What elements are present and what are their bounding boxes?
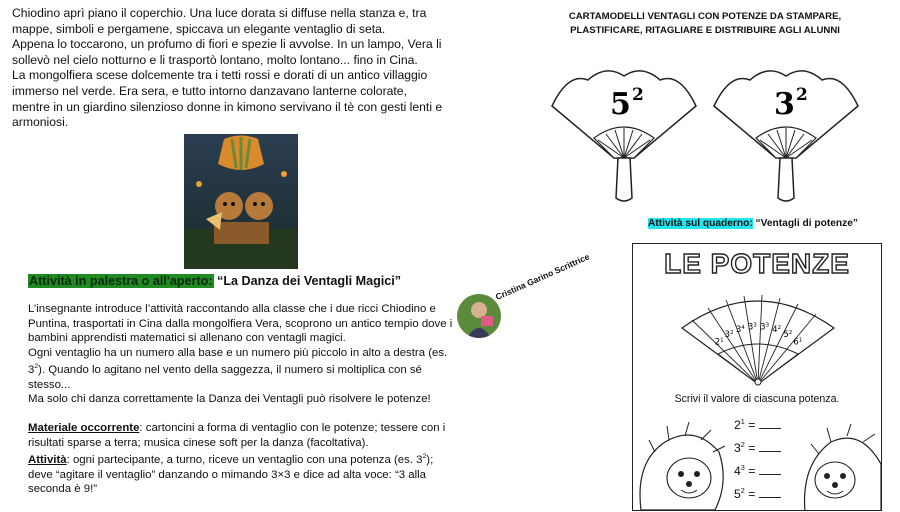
fan-template-1: 5 2	[551, 70, 697, 202]
exercise-row: 52 =	[734, 481, 782, 504]
exercise-row: 61 =	[734, 504, 781, 510]
materials-paragraph: Materiale occorrente: cartoncini a forma…	[28, 421, 446, 449]
author-avatar	[457, 294, 501, 338]
story-line: La mongolfiera scese dolcemente tra i te…	[12, 68, 428, 83]
exercise-row: 32 =	[734, 435, 782, 458]
fan-exponent: 2	[796, 85, 808, 105]
worksheet-exercise-list: 21 = 32 = 43 = 52 = 61 =	[734, 412, 782, 510]
fan-base: 3	[774, 87, 795, 122]
activity-body: L’insegnante introduce l’attività raccon…	[28, 302, 458, 497]
author-signature: Cristina Garino Scrittrice	[493, 251, 591, 302]
story-line: Chiodino aprì piano il coperchio. Una lu…	[12, 6, 427, 20]
answer-blank	[759, 451, 782, 453]
activity-heading-title: “La Danza dei Ventagli Magici”	[213, 274, 402, 288]
hedgehogs-balloon-illustration	[184, 134, 298, 269]
notebook-activity-label: Attività sul quaderno: “Ventagli di pote…	[648, 218, 859, 229]
hedgehog-left-drawing	[639, 422, 726, 510]
story-line: sollevò nel cielo notturno e li trasport…	[12, 52, 418, 67]
activity-paragraph: L’insegnante introduce l’attività raccon…	[28, 303, 453, 345]
fan-power-label: 21	[715, 337, 724, 347]
fan-templates-title: CARTAMODELLI VENTAGLI CON POTENZE DA STA…	[568, 11, 842, 36]
fan-power-label: 34	[736, 325, 745, 335]
answer-blank	[759, 497, 782, 499]
hedgehog-right-drawing	[803, 424, 881, 510]
worksheet-title: LE POTENZE	[663, 247, 850, 279]
fan-template-2: 3 2	[713, 70, 859, 202]
activity-paragraph: Ogni ventaglio ha un numero alla base e …	[28, 346, 448, 391]
answer-blank	[759, 428, 782, 430]
story-line: Appena lo toccarono, un profumo di fiori…	[12, 37, 442, 52]
fan-power-label: 32	[725, 330, 734, 340]
activity-rules-paragraph: Attività: ogni partecipante, a turno, ri…	[28, 453, 434, 496]
fan-power-label: 33	[748, 322, 757, 332]
story-line: armoniosi.	[12, 115, 69, 130]
exercise-row: 21 =	[734, 412, 782, 435]
fan-base: 5	[610, 87, 631, 122]
worksheet-instruction: Scrivi il valore di ciascuna potenza.	[674, 393, 840, 405]
exercise-row: 43 =	[734, 458, 782, 481]
activity-paragraph: Ma solo chi danza correttamente la Danza…	[28, 393, 431, 406]
notebook-activity-highlight: Attività sul quaderno:	[648, 218, 753, 229]
story-line: immerso nel verde. Era sera, e tutto int…	[12, 83, 407, 98]
story-text: Chiodino aprì piano il coperchio. Una lu…	[12, 6, 467, 131]
fan-power-label: 52	[783, 330, 792, 340]
story-line: mappe, simboli e pergamene, spiccava un …	[12, 21, 386, 36]
fan-power-label: 33	[760, 322, 769, 332]
fan-exponent: 2	[632, 85, 644, 105]
activity-heading-highlight: Attività in palestra o all'aperto:	[28, 274, 214, 288]
fan-power-label: 42	[772, 325, 781, 335]
story-line: mentre in un giardino silenzioso donne i…	[12, 99, 443, 114]
fan-power-label: 61	[793, 337, 802, 347]
activity-heading: Attività in palestra o all'aperto: “La D…	[28, 274, 401, 288]
answer-blank	[759, 474, 782, 476]
